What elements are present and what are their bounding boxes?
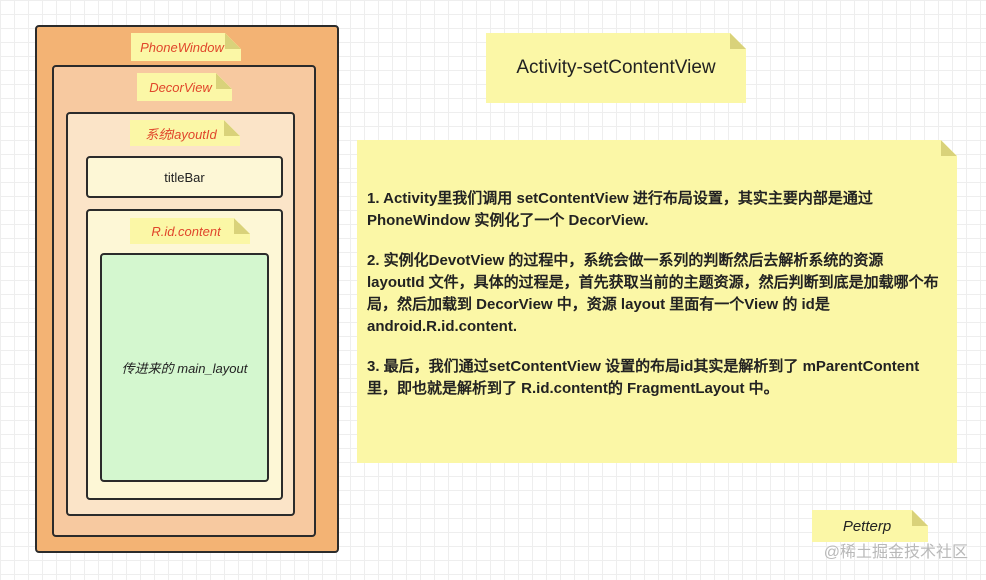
title-note: Activity-setContentView bbox=[486, 33, 746, 103]
main-layout-box: 传进来的 main_layout bbox=[100, 253, 269, 482]
decor-view-tag: DecorView bbox=[137, 73, 232, 101]
system-layout-label: 系统layoutId bbox=[145, 126, 217, 142]
watermark: @稀土掘金技术社区 bbox=[823, 544, 968, 561]
description-note: 1. Activity里我们调用 setContentView 进行布局设置，其… bbox=[357, 140, 957, 463]
author-note: Petterp bbox=[812, 510, 928, 542]
title-bar-box: titleBar bbox=[86, 156, 283, 198]
diagram-title: Activity-setContentView bbox=[516, 57, 716, 78]
note-fold-icon bbox=[912, 510, 928, 526]
content-tag: R.id.content bbox=[130, 218, 250, 244]
content-label: R.id.content bbox=[151, 223, 221, 239]
note-fold-icon bbox=[941, 140, 957, 156]
author-label: Petterp bbox=[842, 517, 892, 535]
decor-view-label: DecorView bbox=[149, 79, 212, 95]
description-paragraph-1: 1. Activity里我们调用 setContentView 进行布局设置，其… bbox=[367, 190, 873, 229]
system-layout-tag: 系统layoutId bbox=[130, 120, 240, 146]
phone-window-tag: PhoneWindow bbox=[131, 33, 241, 61]
main-layout-label: 传进来的 main_layout bbox=[121, 361, 248, 376]
description-paragraph-3: 3. 最后，我们通过setContentView 设置的布局id其实是解析到了 … bbox=[367, 358, 920, 397]
phone-window-label: PhoneWindow bbox=[140, 39, 224, 55]
note-fold-icon bbox=[730, 33, 746, 49]
description-paragraph-2: 2. 实例化DevotView 的过程中，系统会做一系列的判断然后去解析系统的资… bbox=[367, 252, 939, 335]
title-bar-label: titleBar bbox=[164, 169, 205, 185]
